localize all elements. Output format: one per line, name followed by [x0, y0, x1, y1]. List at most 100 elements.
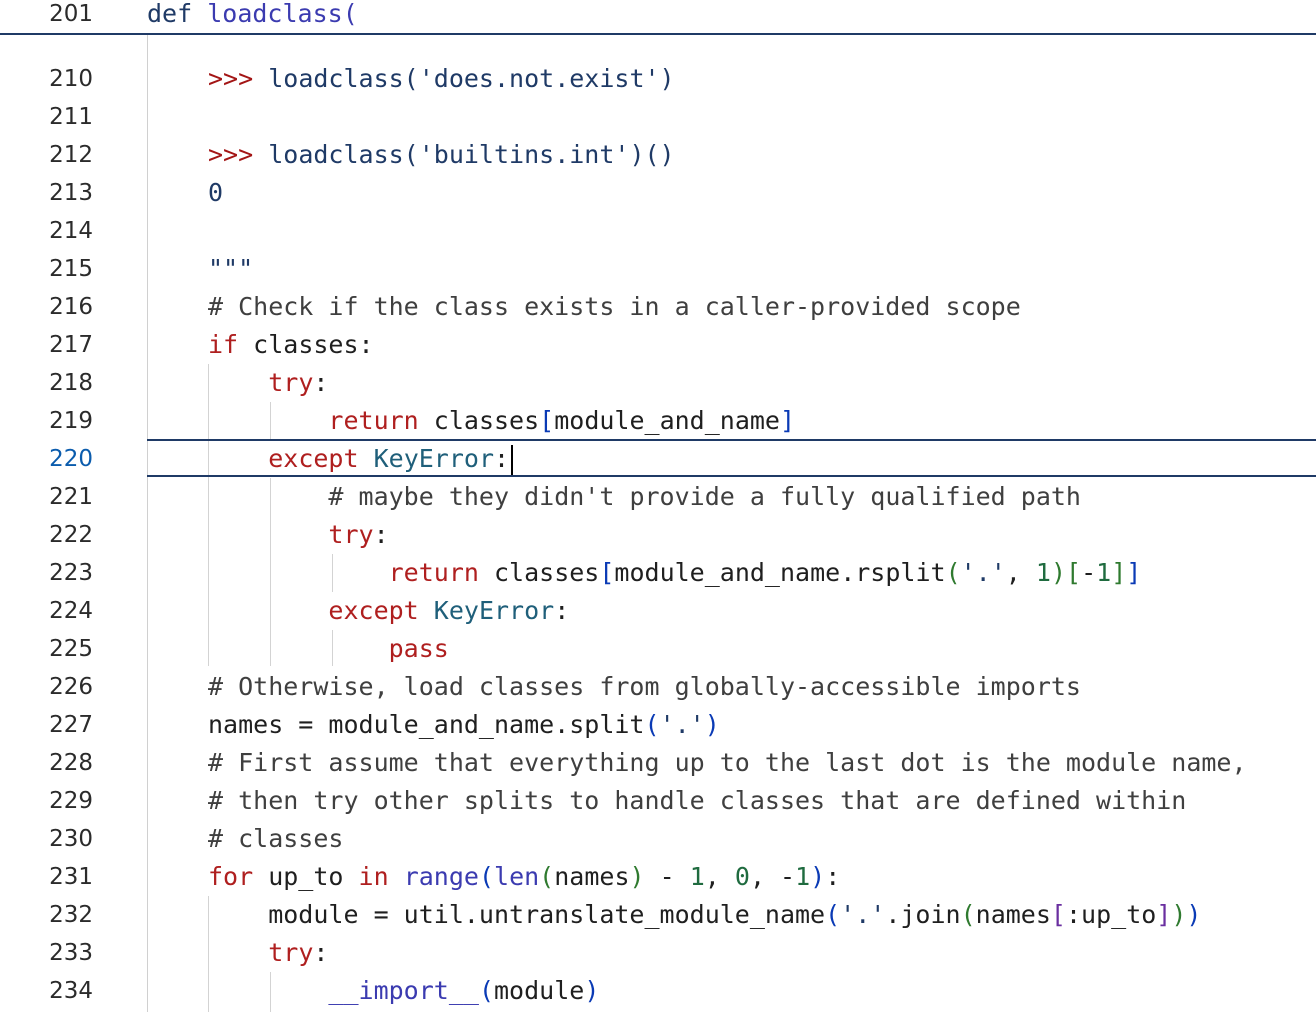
code-line[interactable]: 226# Otherwise, load classes from global… [0, 668, 1316, 706]
code-token: ( [960, 900, 976, 929]
code-token: KeyError [433, 596, 555, 625]
code-token [208, 976, 328, 1005]
line-number: 214 [49, 218, 93, 244]
def-keyword: def [147, 0, 193, 28]
code-token: - [1081, 558, 1097, 587]
code-token: # Check if the class exists in a caller-… [208, 292, 1021, 321]
line-number: 211 [49, 104, 93, 130]
line-code: return classes[module_and_name] [208, 402, 795, 440]
code-token: 0 [734, 862, 750, 891]
line-code: except KeyError: [208, 440, 514, 478]
line-code: names = module_and_name.split('.') [208, 706, 720, 744]
line-number: 217 [49, 332, 93, 358]
code-token: # maybe they didn't provide a fully qual… [328, 482, 1081, 511]
code-line[interactable]: 232 module = util.untranslate_module_nam… [0, 896, 1316, 934]
line-number: 227 [49, 712, 93, 738]
code-token: classes: [238, 330, 374, 359]
open-paren: ( [342, 0, 358, 28]
code-token [208, 520, 328, 549]
code-token [208, 596, 328, 625]
code-line[interactable]: 219 return classes[module_and_name] [0, 402, 1316, 440]
code-line[interactable]: 215""" [0, 250, 1316, 288]
code-token: names [554, 862, 630, 891]
code-line[interactable]: 234 __import__(module) [0, 972, 1316, 1010]
line-code: # maybe they didn't provide a fully qual… [208, 478, 1081, 516]
line-number: 231 [49, 864, 93, 890]
code-token [208, 368, 268, 397]
line-code: """ [208, 250, 253, 288]
line-number: 234 [49, 978, 93, 1004]
code-token: # Otherwise, load classes from globally-… [208, 672, 1081, 701]
code-token: module [494, 976, 585, 1005]
code-token: ( [945, 558, 961, 587]
line-number: 212 [49, 142, 93, 168]
line-number: 216 [49, 294, 93, 320]
code-line[interactable]: 223 return classes[module_and_name.rspli… [0, 554, 1316, 592]
code-token [208, 482, 328, 511]
code-token [419, 596, 434, 625]
code-token: __import__ [328, 976, 479, 1005]
code-token: ( [478, 976, 494, 1005]
code-token: KeyError [373, 444, 495, 473]
code-token: : [554, 596, 570, 625]
line-number: 229 [49, 788, 93, 814]
code-line[interactable]: 221 # maybe they didn't provide a fully … [0, 478, 1316, 516]
code-token: 0 [208, 178, 224, 207]
code-line[interactable]: 218 try: [0, 364, 1316, 402]
line-code: >>> loadclass('does.not.exist') [208, 60, 675, 98]
code-token: ) [629, 862, 645, 891]
code-token: range [403, 862, 479, 891]
code-line[interactable]: 227 names = module_and_name.split('.') [0, 706, 1316, 744]
indent-guide [270, 402, 271, 440]
code-token: """ [208, 254, 254, 283]
code-token: ( [539, 862, 555, 891]
code-line[interactable]: 225 pass [0, 630, 1316, 668]
code-token: # then try other splits to handle classe… [208, 786, 1187, 815]
line-code: # classes [208, 820, 343, 858]
indent-guide [208, 896, 209, 1012]
code-line[interactable]: 224 except KeyError: [0, 592, 1316, 630]
line-number: 218 [49, 370, 93, 396]
code-token: return [388, 558, 479, 587]
sticky-scroll-header[interactable]: 201 def loadclass( [0, 0, 1316, 35]
code-token: classes [418, 406, 540, 435]
code-line[interactable]: 230# classes [0, 820, 1316, 858]
code-token: ) [1171, 900, 1187, 929]
text-cursor [511, 445, 514, 475]
code-line[interactable]: 216 # Check if the class exists in a call… [0, 288, 1316, 326]
code-token: ] [1111, 558, 1127, 587]
code-token: '.' [659, 710, 705, 739]
code-line[interactable]: 222 try: [0, 516, 1316, 554]
code-token: ) [704, 710, 720, 739]
code-token: : [825, 862, 841, 891]
code-line[interactable]: 229 # then try other splits to handle cla… [0, 782, 1316, 820]
code-token: '.' [840, 900, 886, 929]
code-token: [ [1050, 900, 1066, 929]
code-line[interactable]: 211 [0, 98, 1316, 136]
line-number: 233 [49, 940, 93, 966]
code-token: ] [1156, 900, 1172, 929]
code-line[interactable]: 212 >>> loadclass('builtins.int')() [0, 136, 1316, 174]
line-code: # Otherwise, load classes from globally-… [208, 668, 1081, 706]
code-line[interactable]: 220 except KeyError: [0, 440, 1316, 478]
indent-guide [208, 364, 209, 666]
code-token: .join [885, 900, 961, 929]
code-token: for [208, 862, 254, 891]
code-line[interactable]: 214 [0, 212, 1316, 250]
code-token: , [704, 862, 735, 891]
code-token: ( [825, 900, 841, 929]
code-line[interactable]: 210>>> loadclass('does.not.exist') [0, 60, 1316, 98]
line-code: >>> loadclass('builtins.int')() [208, 136, 675, 174]
code-line[interactable]: 233 try: [0, 934, 1316, 972]
line-code: 0 [208, 174, 223, 212]
sticky-line[interactable]: 201 def loadclass( [0, 0, 1316, 33]
code-token: ) [1050, 558, 1067, 587]
code-token: [ [599, 558, 615, 587]
line-code: # then try other splits to handle classe… [208, 782, 1186, 820]
code-token: ] [780, 406, 796, 435]
code-line[interactable]: 228# First assume that everything up to … [0, 744, 1316, 782]
